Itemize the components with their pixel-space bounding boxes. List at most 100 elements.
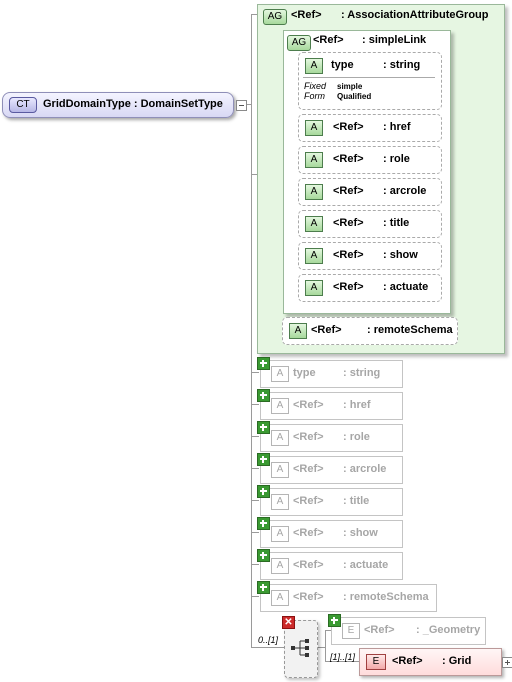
href-attribute[interactable]: A <Ref> : href (298, 114, 442, 142)
collapse-toggle[interactable] (236, 100, 247, 111)
choice-icon (291, 639, 309, 657)
attribute-ref: <Ref> (311, 324, 342, 336)
connector (244, 104, 252, 105)
expand-toggle[interactable] (502, 657, 512, 668)
attribute-ref: <Ref> (333, 249, 364, 261)
fixed-label: Fixed (304, 81, 327, 91)
attribute-badge: A (271, 494, 289, 510)
attribute-name: : arcrole (383, 185, 427, 197)
attribute-badge: A (305, 248, 323, 264)
role-attribute[interactable]: A <Ref> : role (298, 146, 442, 174)
connector (325, 630, 331, 631)
attribute-badge: A (271, 462, 289, 478)
connector (251, 564, 259, 565)
attribute-name: : title (343, 495, 370, 507)
complex-type-node[interactable]: CT GridDomainType : DomainSetType (2, 92, 234, 118)
form-label: Form (304, 91, 325, 101)
plus-icon (257, 485, 270, 498)
element-badge: E (366, 654, 386, 670)
attribute-ref: <Ref> (333, 121, 364, 133)
divider (303, 77, 435, 78)
attribute-ref: <Ref> (293, 463, 324, 475)
attribute-badge: A (305, 184, 323, 200)
grid-occurrence: [1]..[1] (330, 652, 356, 662)
attribute-badge: A (305, 58, 323, 74)
connector (251, 596, 259, 597)
inherited-arcrole-attribute[interactable]: A <Ref> : arcrole (257, 453, 403, 484)
fixed-value: simple (337, 82, 363, 91)
attribute-badge: A (305, 216, 323, 232)
plus-icon (257, 549, 270, 562)
connector (316, 647, 326, 648)
attribute-name: : actuate (343, 559, 389, 571)
attribute-ref: <Ref> (333, 281, 364, 293)
inherited-href-attribute[interactable]: A <Ref> : href (257, 389, 403, 420)
type-attribute-type: : string (383, 59, 421, 71)
association-group-name: : AssociationAttributeGroup (341, 9, 489, 21)
connector (251, 532, 259, 533)
attribute-ref: <Ref> (293, 591, 324, 603)
plus-icon (257, 581, 270, 594)
attribute-badge: A (271, 398, 289, 414)
attribute-name: : href (343, 399, 371, 411)
attribute-name: : show (383, 249, 418, 261)
inherited-title-attribute[interactable]: A <Ref> : title (257, 485, 403, 516)
element-ref: <Ref> (392, 655, 423, 667)
remote-schema-attribute[interactable]: A <Ref> : remoteSchema (282, 317, 458, 345)
attribute-group-badge: AG (287, 35, 311, 51)
attribute-ref: <Ref> (293, 495, 324, 507)
attribute-name: : href (383, 121, 411, 133)
connector (251, 14, 252, 648)
association-group-ref: <Ref> (291, 9, 322, 21)
grid-element[interactable]: E <Ref> : Grid (359, 648, 502, 676)
attribute-badge: A (271, 430, 289, 446)
connector (251, 14, 259, 15)
attribute-name: : actuate (383, 281, 429, 293)
attribute-name: : role (383, 153, 410, 165)
attribute-badge: A (271, 526, 289, 542)
geometry-element[interactable]: E <Ref> : _Geometry (328, 614, 486, 645)
inherited-show-attribute[interactable]: A <Ref> : show (257, 517, 403, 548)
attribute-name: : arcrole (343, 463, 387, 475)
title-attribute[interactable]: A <Ref> : title (298, 210, 442, 238)
attribute-ref: <Ref> (293, 527, 324, 539)
connector (251, 647, 284, 648)
complex-type-label: GridDomainType : DomainSetType (43, 98, 223, 110)
attribute-badge: A (305, 152, 323, 168)
attribute-badge: A (305, 280, 323, 296)
close-icon: ✕ (282, 616, 295, 629)
attribute-ref: <Ref> (293, 559, 324, 571)
show-attribute[interactable]: A <Ref> : show (298, 242, 442, 270)
attribute-ref: <Ref> (293, 431, 324, 443)
arcrole-attribute[interactable]: A <Ref> : arcrole (298, 178, 442, 206)
type-attribute[interactable]: A type : string Fixed Form simple Qualif… (298, 52, 442, 110)
connector (251, 436, 259, 437)
plus-icon (328, 614, 341, 627)
attribute-ref: <Ref> (333, 185, 364, 197)
connector (251, 500, 259, 501)
attribute-group-badge: AG (263, 9, 287, 25)
simple-link-ref: <Ref> (313, 34, 344, 46)
inherited-actuate-attribute[interactable]: A <Ref> : actuate (257, 549, 403, 580)
actuate-attribute[interactable]: A <Ref> : actuate (298, 274, 442, 302)
connector (325, 661, 359, 662)
attribute-badge: A (271, 558, 289, 574)
attribute-name: : title (383, 217, 410, 229)
attribute-name: : remoteSchema (343, 591, 429, 603)
plus-icon (257, 389, 270, 402)
element-name: : Grid (442, 655, 472, 667)
attribute-name: : remoteSchema (367, 324, 453, 336)
inherited-type-attribute[interactable]: A type : string (257, 357, 403, 388)
attribute-badge: A (271, 590, 289, 606)
attribute-ref: <Ref> (293, 399, 324, 411)
inherited-role-attribute[interactable]: A <Ref> : role (257, 421, 403, 452)
attribute-badge: A (289, 323, 307, 339)
connector (251, 468, 259, 469)
connector (251, 372, 259, 373)
type-attribute-label: type (331, 59, 354, 71)
inherited-remote-schema-attribute[interactable]: A <Ref> : remoteSchema (257, 581, 437, 612)
attribute-name: : show (343, 527, 378, 539)
attribute-ref: <Ref> (333, 153, 364, 165)
plus-icon (257, 453, 270, 466)
choice-compositor[interactable]: ✕ (282, 616, 318, 678)
